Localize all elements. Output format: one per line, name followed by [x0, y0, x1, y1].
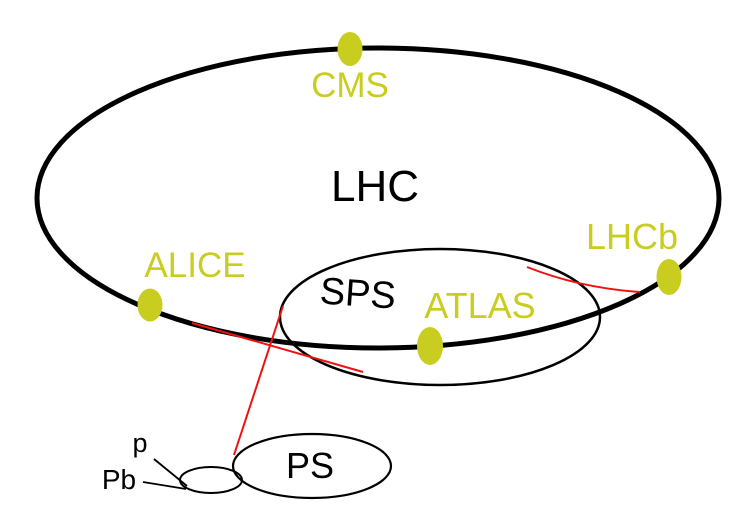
- alice-marker: [137, 288, 163, 322]
- lead-source-line: [142, 481, 187, 490]
- sps-label: SPS: [318, 270, 397, 317]
- lhc-ring: [34, 45, 722, 351]
- lhc-label: LHC: [331, 162, 419, 211]
- proton-label: p: [132, 428, 147, 458]
- cms-marker: [337, 32, 363, 66]
- ps-ring: [231, 432, 393, 500]
- alice-label: ALICE: [144, 246, 245, 285]
- atlas-label: ATLAS: [424, 285, 535, 326]
- cms-label: CMS: [311, 66, 389, 105]
- proton-source-line: [153, 458, 188, 487]
- transfer-line-sps-to-lhc: [191, 322, 364, 373]
- ps-label: PS: [286, 445, 334, 486]
- lhcb-marker: [656, 259, 682, 295]
- transfer-line-ps-to-sps: [233, 305, 284, 456]
- atlas-marker: [417, 327, 443, 365]
- lhcb-label: LHCb: [586, 216, 678, 257]
- lead-label: Pb: [102, 464, 136, 495]
- transfer-line-sps-to-lhcb: [526, 266, 641, 293]
